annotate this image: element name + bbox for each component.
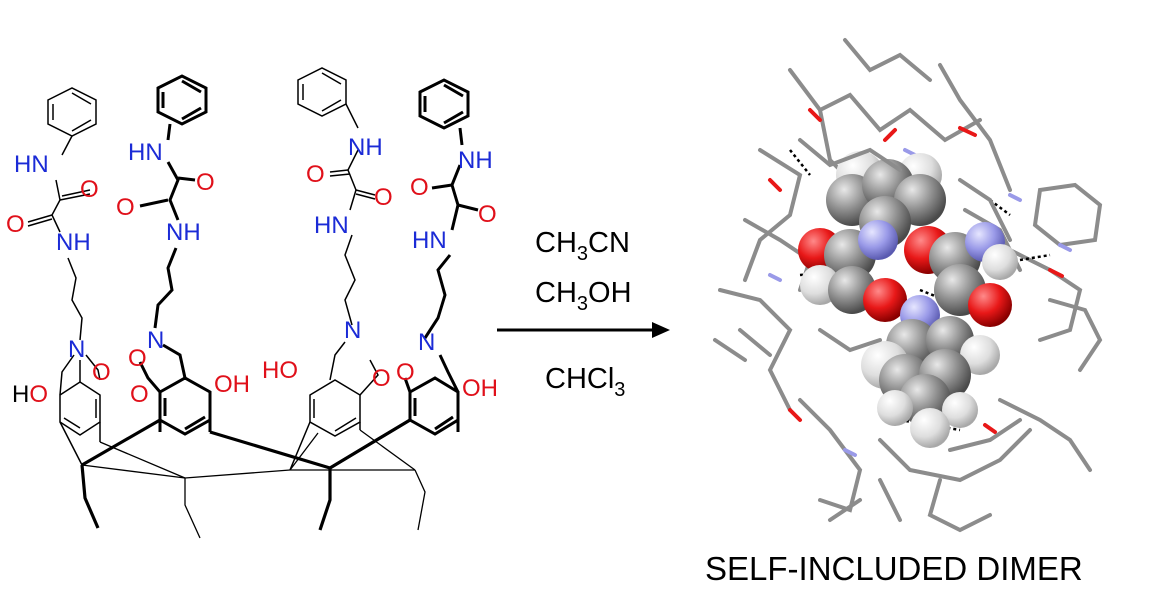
o-label: O: [410, 174, 429, 201]
o-label: O: [396, 359, 415, 386]
hn-label: HN: [314, 212, 349, 239]
hn-label: HN: [128, 139, 163, 166]
n-label: N: [68, 336, 85, 363]
o-label: O: [92, 359, 111, 386]
hn-label: HN: [412, 227, 447, 254]
atom-labels: HN O O NH N O HO HN O O NH N O O OH NH O…: [6, 134, 498, 408]
arrow-head-icon: [652, 322, 670, 338]
condition-solvent-2: CH3OH: [535, 277, 632, 315]
calixresorcinarene-structure: HN O O NH N O HO HN O O NH N O O OH NH O…: [6, 67, 498, 539]
reaction-arrow-group: CH3CN CH3OH CHCl3: [497, 227, 670, 401]
n-label: N: [344, 317, 361, 344]
o-label: O: [80, 176, 99, 203]
o-label: O: [374, 184, 393, 211]
phenyl-rings: [47, 67, 470, 156]
n-label: N: [147, 327, 164, 354]
o-label: O: [116, 194, 135, 221]
front-sticks: [798, 138, 1022, 452]
oxamide-bonds: [27, 149, 479, 233]
o-label: O: [130, 381, 149, 408]
o-label: O: [478, 201, 497, 228]
o-label: O: [128, 345, 147, 372]
nh-label: HN: [14, 151, 49, 178]
stick-heteroatoms: [768, 108, 1072, 457]
product-label: SELF-INCLUDED DIMER: [705, 550, 1083, 587]
aryl-ring-2: [158, 376, 212, 436]
h-label: H: [12, 381, 29, 408]
o-label: O: [196, 169, 215, 196]
stick-framework: [713, 38, 1103, 533]
nh-label: NH: [56, 229, 91, 256]
ho-label: HO: [262, 357, 298, 384]
dimer-crystal-structure: SELF-INCLUDED DIMER: [705, 38, 1103, 587]
oh-label: OH: [214, 371, 250, 398]
nh-label: NH: [348, 134, 383, 161]
space-filling-guest: [798, 151, 1018, 448]
o-label: O: [6, 211, 25, 238]
o-label: O: [29, 381, 48, 408]
aryl-ring-4: [329, 376, 460, 470]
nh-label: NH: [458, 147, 493, 174]
ho-label: HO: [12, 381, 48, 408]
macrocycle-front-bonds: [80, 418, 411, 531]
aryl-ring-1: [59, 360, 101, 466]
n-label: N: [418, 329, 435, 356]
nh-label: NH: [166, 219, 201, 246]
aryl-ring-3: [289, 379, 361, 471]
oh-label: OH: [462, 375, 498, 402]
o-label: O: [372, 365, 391, 392]
benzoxazine-bonds: [59, 234, 460, 396]
condition-solvent-1: CH3CN: [535, 227, 630, 265]
condition-solvent-3: CHCl3: [545, 363, 625, 401]
o-label: O: [306, 161, 325, 188]
